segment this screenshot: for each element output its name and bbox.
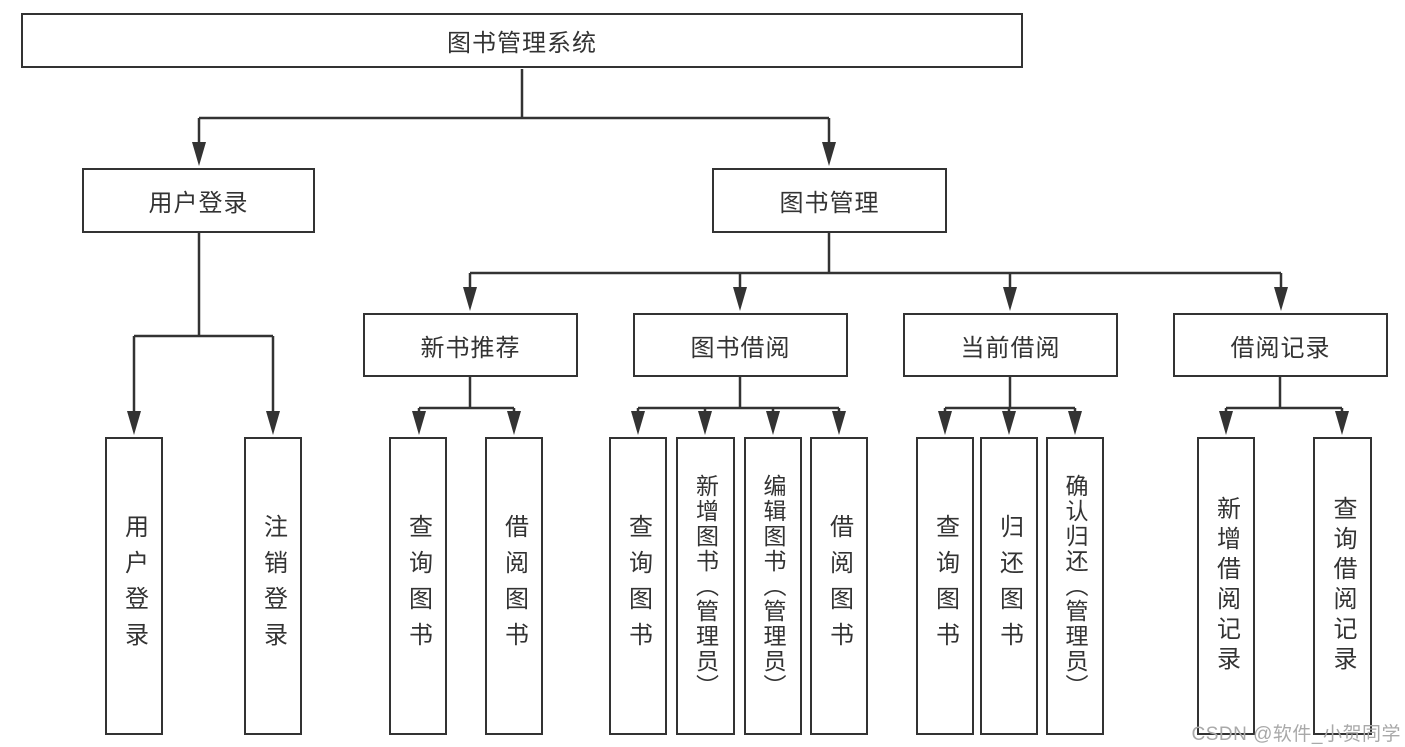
node-current-borrow: 当前借阅 [903,313,1118,377]
node-label: 用户登录 [120,514,148,658]
node-label: 注销登录 [259,514,287,658]
node-label: 借阅记录 [1230,334,1331,362]
node-label: 新增图书（管理员） [692,473,719,699]
leaf-query-borrow-record: 查询借阅记录 [1313,437,1372,735]
leaf-edit-book-admin: 编辑图书（管理员） [744,437,802,735]
node-label: 用户登录 [148,190,249,217]
node-borrow-records: 借阅记录 [1173,313,1388,377]
node-label: 编辑图书（管理员） [760,473,786,699]
leaf-confirm-return-admin: 确认归还（管理员） [1046,437,1104,735]
node-label: 查询图书 [931,514,959,658]
leaf-user-login: 用户登录 [105,437,163,735]
node-label: 查询图书 [404,514,432,658]
leaf-query-books-borrow: 查询图书 [609,437,667,735]
node-book-borrow: 图书借阅 [633,313,848,377]
leaf-query-books-recommend: 查询图书 [389,437,447,735]
node-label: 图书管理 [779,190,880,217]
node-label: 确认归还（管理员） [1062,473,1088,699]
csdn-watermark: CSDN @软件_小贺同学 [1191,724,1401,745]
node-book-management: 图书管理 [712,168,947,233]
leaf-return-book: 归还图书 [980,437,1038,735]
node-label: 归还图书 [995,514,1023,658]
node-library-management-system: 图书管理系统 [21,13,1023,68]
node-label: 借阅图书 [825,514,853,658]
node-label: 查询借阅记录 [1329,496,1356,676]
node-label: 图书借阅 [690,334,791,362]
leaf-borrow-books-recommend: 借阅图书 [485,437,543,735]
node-label: 借阅图书 [500,514,528,658]
leaf-add-borrow-record: 新增借阅记录 [1197,437,1255,735]
leaf-query-books-current: 查询图书 [916,437,974,735]
leaf-logout: 注销登录 [244,437,302,735]
node-label: 新书推荐 [420,334,521,362]
node-label: 图书管理系统 [447,30,597,57]
leaf-add-book-admin: 新增图书（管理员） [676,437,735,735]
node-new-book-recommend: 新书推荐 [363,313,578,377]
node-user-login: 用户登录 [82,168,315,233]
node-label: 新增借阅记录 [1212,496,1240,676]
leaf-borrow-books: 借阅图书 [810,437,868,735]
node-label: 当前借阅 [960,334,1061,362]
node-label: 查询图书 [624,514,652,658]
